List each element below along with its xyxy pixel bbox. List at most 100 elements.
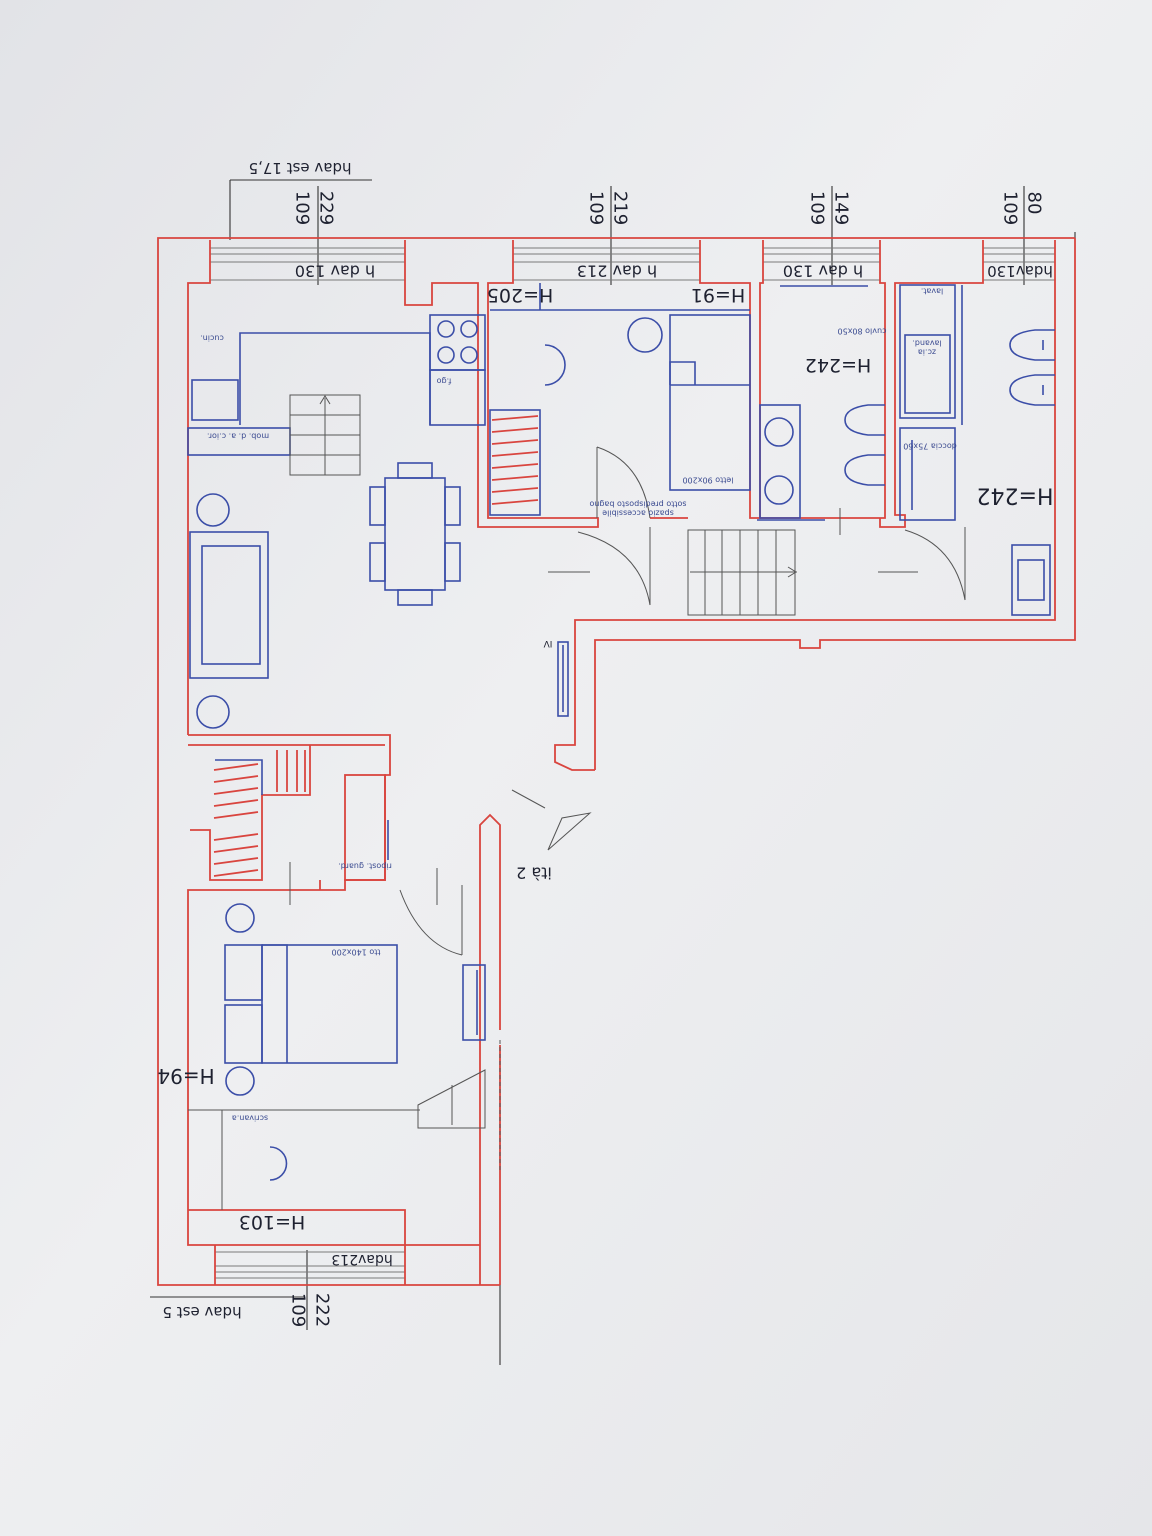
window-height-label: h dav 213	[577, 262, 657, 281]
window-height-label: h dav 130	[295, 262, 375, 281]
sink-icon	[764, 475, 794, 505]
window-height-label: h dav 130	[783, 262, 863, 281]
desk-label: scrivan.a	[232, 1114, 268, 1123]
sofa-seat	[201, 545, 261, 665]
window-4	[983, 247, 1055, 281]
dresser	[462, 964, 486, 1041]
double-bed	[261, 944, 398, 1064]
chair	[444, 486, 461, 526]
chair	[544, 344, 566, 386]
window-1	[210, 247, 405, 281]
chair	[269, 1146, 288, 1181]
door-swing-bath	[904, 529, 966, 601]
chair	[369, 542, 386, 582]
toilet-icon	[1009, 329, 1055, 361]
height-label: H=242	[977, 483, 1054, 508]
dimension-lines	[150, 179, 1076, 1365]
labels: hdav est 17,5 229 109 219 109 149 109 80…	[157, 159, 1053, 1327]
burner-icon	[437, 346, 455, 364]
exterior-height-bottom-label: hdav est 5	[162, 1303, 241, 1321]
cabinet-label: mob. d. a. c.ior.	[207, 432, 269, 441]
height-label: H=91	[691, 284, 745, 306]
window-height-label: hdav213	[331, 1251, 392, 1267]
small-labels: cucin. f.go mob. d. a. c.ior. letto 90x2…	[200, 287, 957, 1123]
bathroom-2	[899, 284, 1055, 616]
bed-label: letto 90x200	[682, 476, 733, 485]
walls	[157, 237, 1076, 1286]
washing-machine	[1011, 544, 1051, 616]
dimension-label: 229	[316, 191, 337, 225]
height-label: H=103	[239, 1211, 305, 1233]
pillow	[224, 1004, 263, 1064]
note-label: spazio accessibile	[602, 509, 674, 518]
dimension-label: 109	[1000, 191, 1021, 225]
lamp-icon	[196, 493, 230, 527]
door-swing-bedroom	[596, 446, 651, 519]
fridge-label: f.go	[437, 377, 452, 386]
dimension-label: 109	[292, 191, 313, 225]
bathroom-1	[757, 285, 885, 521]
living-area	[189, 493, 269, 729]
windows	[210, 247, 1055, 1279]
note-label: sotto predisposto bagno	[589, 500, 686, 509]
closet-label: ripost. guard.	[338, 862, 392, 871]
dimension-label: 149	[831, 191, 852, 225]
exterior-height-top-label: hdav est 17,5	[249, 159, 352, 177]
burner-icon	[460, 320, 478, 338]
chair	[444, 542, 461, 582]
bath-cabinet	[899, 284, 956, 419]
washer-label: lavat.	[921, 287, 943, 296]
dimension-label: 109	[807, 191, 828, 225]
window-height-label: hdav130	[987, 262, 1053, 280]
single-bed	[669, 314, 751, 491]
cabinet-label: zc.ia	[918, 348, 936, 357]
unit-label: ità 2	[516, 864, 552, 883]
storage-closet	[344, 774, 386, 881]
staircase	[687, 529, 797, 616]
wardrobe	[489, 409, 541, 516]
doors	[289, 446, 966, 1170]
dimension-label: 219	[610, 191, 631, 225]
toilet-icon	[844, 404, 885, 436]
burner-icon	[437, 320, 455, 338]
nightstand-icon	[225, 1066, 255, 1096]
sink-icon	[764, 417, 794, 447]
bedroom-1	[489, 283, 751, 516]
cabinet-label: lavand.	[912, 339, 941, 348]
kitchen-steps	[289, 394, 361, 476]
lamp-icon	[196, 695, 230, 729]
bed-label: tto 140x200	[332, 948, 381, 957]
height-label: H=242	[805, 354, 871, 376]
height-label: H=94	[157, 1064, 214, 1088]
pillow	[224, 944, 263, 1001]
chair	[397, 462, 433, 479]
radiator	[557, 641, 569, 717]
shower-label: doccia 75x60	[903, 442, 957, 451]
bedroom-2	[188, 903, 486, 1210]
burner-icon	[460, 346, 478, 364]
door-swing-living	[577, 531, 651, 606]
fridge-cabinet	[429, 369, 486, 426]
nightstand-icon	[225, 903, 255, 933]
kitchen	[187, 314, 486, 476]
dimension-label: 109	[288, 1293, 309, 1327]
entry	[511, 641, 592, 851]
kitchen-label: cucin.	[200, 334, 224, 343]
wardrobe	[417, 1069, 486, 1129]
shower	[899, 427, 956, 521]
height-label: H=205	[487, 284, 553, 306]
radiator-label: IV	[543, 638, 553, 648]
sofa	[189, 531, 269, 679]
dimension-label: 222	[312, 1293, 333, 1327]
vanity	[759, 404, 801, 519]
dimension-label: 109	[586, 191, 607, 225]
bidet-icon	[1009, 374, 1055, 406]
door-swing-bedroom-2	[399, 889, 463, 956]
nightstand-icon	[627, 317, 663, 353]
bath-note-label: cuvlo 80x50	[838, 327, 887, 336]
bidet-icon	[844, 454, 885, 486]
dining-area	[369, 462, 461, 606]
kitchen-sink	[191, 379, 239, 421]
chair	[369, 486, 386, 526]
